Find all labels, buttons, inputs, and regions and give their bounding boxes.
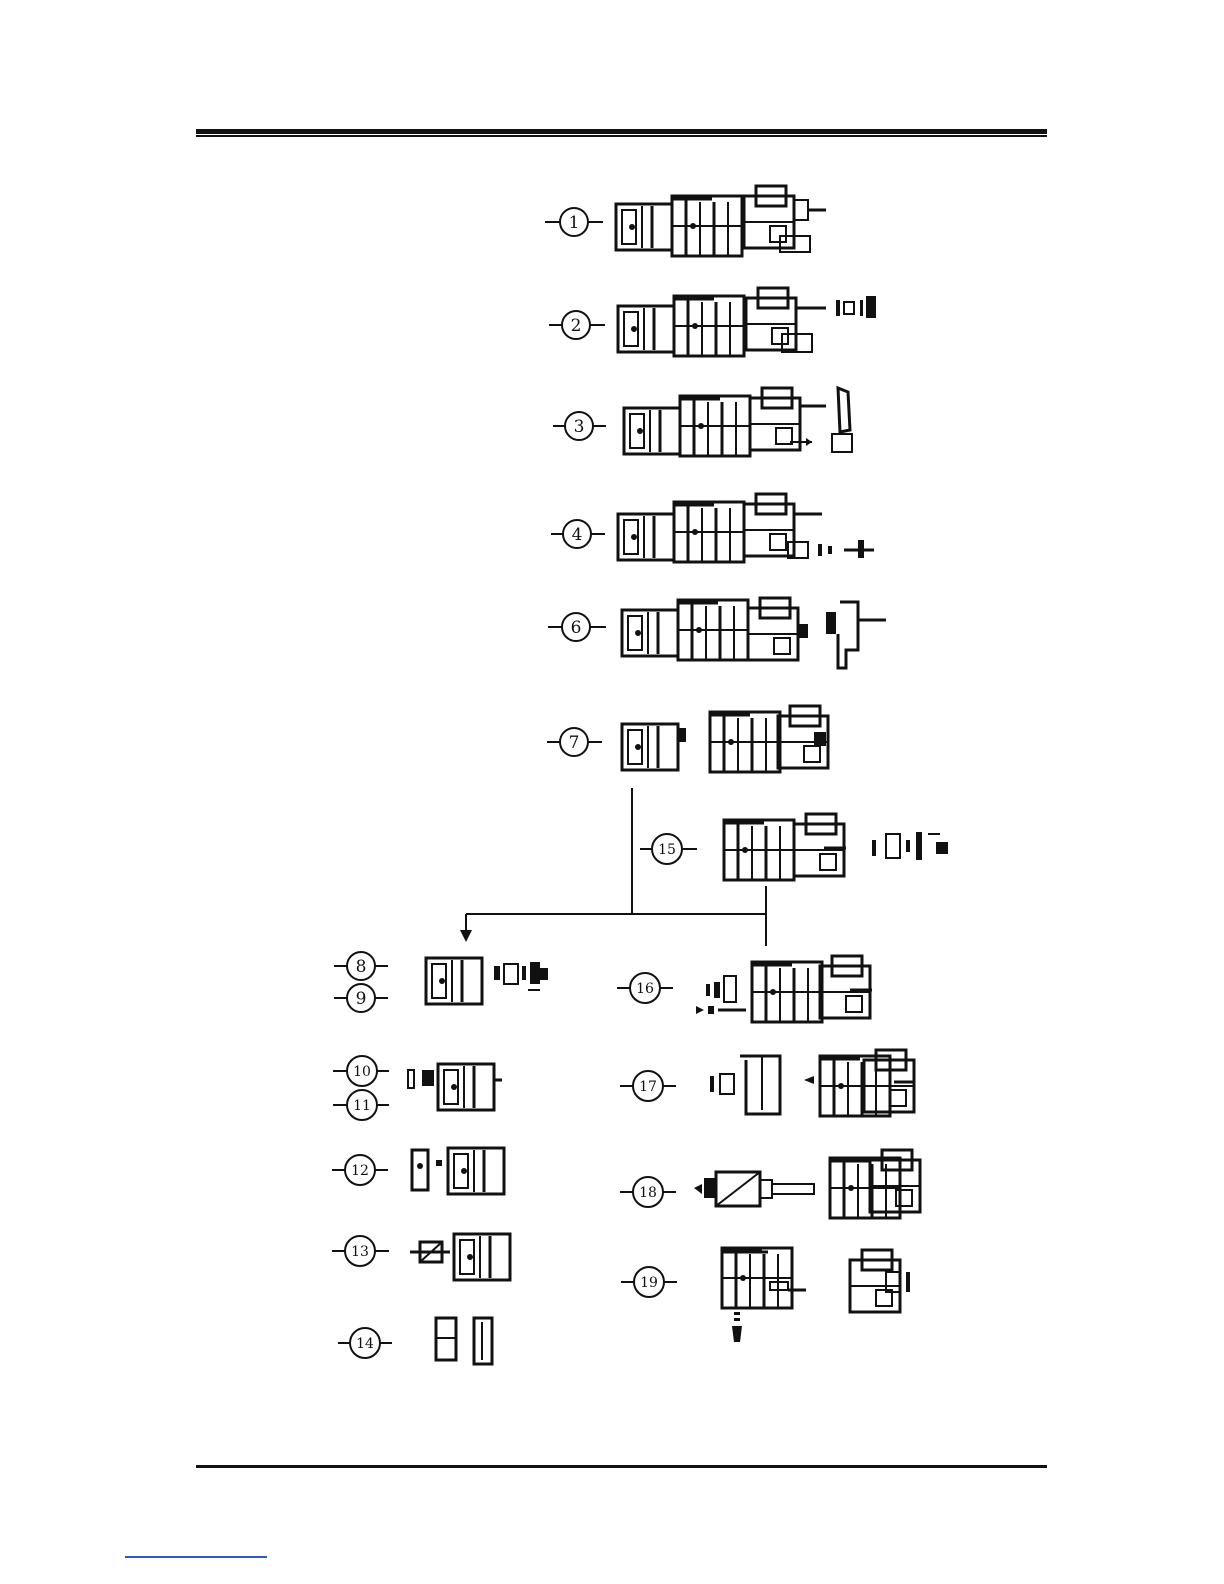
step-label: 8 — [356, 957, 367, 977]
step-label: 11 — [353, 1098, 371, 1114]
step-1-assembly: 1 — [545, 186, 826, 256]
step-10-11-assembly: 10 11 — [333, 1056, 502, 1120]
step-15-assembly: 15 — [640, 814, 948, 880]
step-label: 9 — [356, 989, 367, 1009]
step-label: 3 — [574, 417, 585, 437]
step-label: 7 — [569, 733, 580, 753]
step-label: 13 — [351, 1244, 369, 1260]
step-label: 2 — [571, 316, 582, 336]
step-18-assembly: 18 — [620, 1150, 920, 1218]
step-16-assembly: 16 — [617, 956, 872, 1022]
step-label: 17 — [639, 1079, 657, 1095]
step-label: 4 — [572, 525, 583, 545]
step-label: 18 — [639, 1185, 657, 1201]
step-6-assembly: 6 — [548, 598, 886, 668]
step-2-assembly: 2 — [549, 288, 876, 356]
step-7-assembly: 7 — [547, 706, 828, 772]
step-label: 15 — [658, 842, 676, 858]
step-label: 16 — [636, 981, 654, 997]
step-label: 12 — [351, 1163, 369, 1179]
step-19-assembly: 19 — [621, 1248, 910, 1342]
step-14-assembly: 14 — [338, 1318, 492, 1364]
step-label: 6 — [571, 618, 582, 638]
step-8-9-assembly: 8 9 — [334, 952, 548, 1012]
step-label: 10 — [353, 1064, 371, 1080]
step-17-assembly: 17 — [620, 1050, 914, 1116]
step-12-assembly: 12 — [332, 1148, 504, 1194]
step-3-assembly: 3 — [553, 388, 852, 456]
step-label: 14 — [356, 1336, 374, 1352]
step-label: 19 — [640, 1275, 658, 1291]
step-label: 1 — [569, 213, 580, 233]
flow-connector — [460, 788, 766, 946]
step-4-assembly: 4 — [551, 494, 874, 562]
step-13-assembly: 13 — [332, 1234, 510, 1280]
